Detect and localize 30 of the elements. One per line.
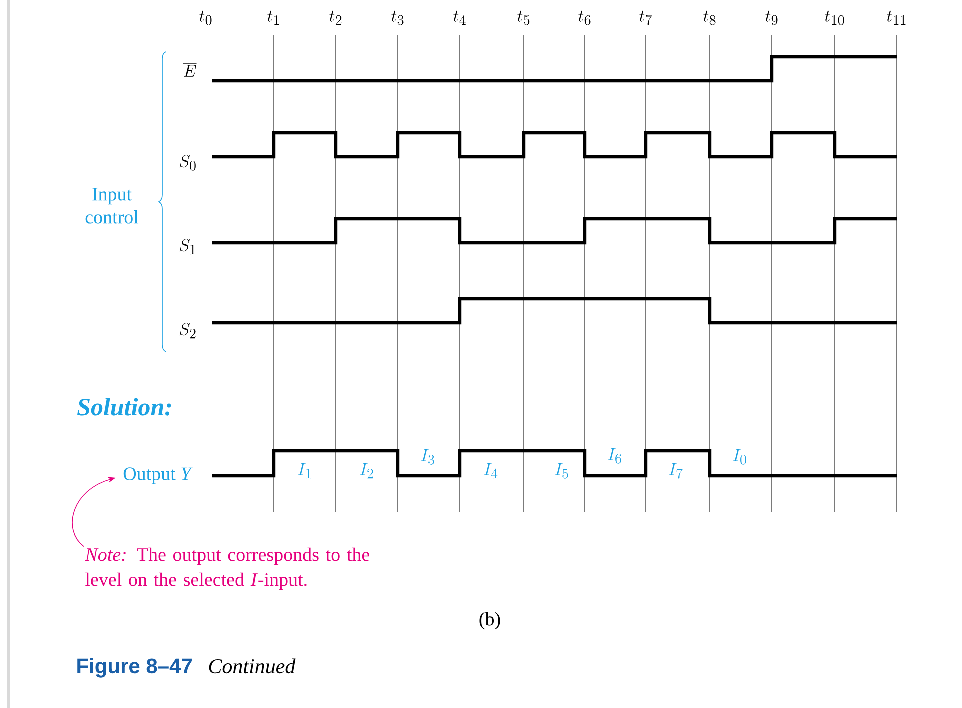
input-label: $I_{5}$ xyxy=(555,463,568,479)
signal-label: $\overline{E}$ xyxy=(183,64,197,77)
time-label: $t_{3}$ xyxy=(392,10,404,26)
input-label: $I_{2}$ xyxy=(360,463,374,479)
time-label: $t_{11}$ xyxy=(887,10,906,25)
signal-label: $S_{0}$ xyxy=(180,155,196,171)
input-label: $I_{6}$ xyxy=(608,448,622,464)
time-label: $t_{2}$ xyxy=(330,10,342,25)
heading: Solution: xyxy=(78,398,172,416)
time-label: $t_{0}$ xyxy=(200,10,212,26)
time-label: $t_{6}$ xyxy=(578,10,591,26)
time-label: $t_{5}$ xyxy=(518,10,530,26)
input-label: $I_{7}$ xyxy=(669,463,683,479)
time-label: $t_{4}$ xyxy=(454,10,466,25)
signal-label: $S_{2}$ xyxy=(180,323,196,339)
time-label: $t_{7}$ xyxy=(640,10,652,26)
figure-caption: Figure 8–47 Continued xyxy=(78,658,296,678)
signal-label: $S_{1}$ xyxy=(180,239,196,255)
input-label: $I_{4}$ xyxy=(484,463,498,479)
time-label: $t_{1}$ xyxy=(268,10,280,25)
group-label: Input control xyxy=(86,188,139,224)
input-label: $I_{1}$ xyxy=(298,463,311,479)
time-label: $t_{10}$ xyxy=(825,10,844,26)
time-label: $t_{9}$ xyxy=(766,10,778,26)
note-text: Note: The output corresponds to the level on the selected I-input. xyxy=(85,548,370,590)
input-label: $I_{3}$ xyxy=(421,449,434,465)
signal-label: Output Y xyxy=(124,468,193,484)
input-label: $I_{0}$ xyxy=(733,449,746,465)
panel-label: (b) xyxy=(480,612,500,630)
time-label: $t_{8}$ xyxy=(704,10,716,26)
